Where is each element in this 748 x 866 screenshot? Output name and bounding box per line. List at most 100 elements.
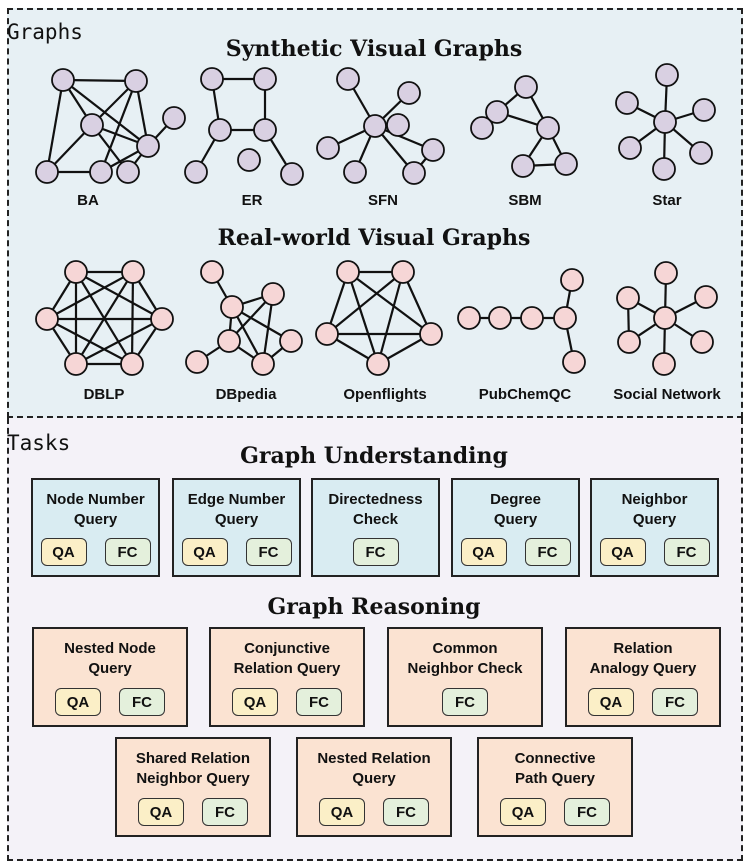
graph-node	[616, 286, 640, 310]
qa-badge: QA	[319, 798, 365, 826]
graph-node	[402, 161, 426, 185]
graph-node	[690, 330, 714, 354]
graph-label-social-network: Social Network	[613, 386, 721, 403]
graph-node	[80, 113, 104, 137]
graph-edge	[99, 80, 138, 173]
graph-social-network	[616, 261, 718, 376]
graph-node	[654, 261, 678, 285]
fc-badge: FC	[383, 798, 429, 826]
graph-node	[391, 260, 415, 284]
task-title: Node Number Query	[46, 491, 145, 528]
graph-node	[689, 141, 713, 165]
graph-node	[51, 68, 75, 92]
graph-node	[488, 306, 512, 330]
graph-node	[520, 306, 544, 330]
graph-understanding-heading: Graph Understanding	[240, 443, 508, 469]
graph-node	[363, 114, 387, 138]
graph-node	[457, 306, 481, 330]
task-card-degree-query: Degree Query QA FC	[451, 478, 580, 577]
graph-label-dblp: DBLP	[83, 386, 125, 403]
graph-node	[184, 160, 208, 184]
graph-node	[200, 260, 224, 284]
qa-badge: QA	[460, 538, 507, 566]
fc-badge: FC	[663, 538, 710, 566]
fc-badge: FC	[245, 538, 292, 566]
qa-badge: QA	[138, 798, 184, 826]
task-card-relation-analogy-query: Relation Analogy Query QA FC	[565, 627, 721, 727]
task-title: Degree Query	[490, 491, 541, 528]
task-card-conjunctive-relation-query: Conjunctive Relation Query QA FC	[209, 627, 365, 727]
graph-node	[121, 260, 145, 284]
task-title: Conjunctive Relation Query	[233, 640, 341, 677]
graph-node	[316, 136, 340, 160]
task-title: Shared Relation Neighbor Query	[135, 750, 251, 787]
graph-node	[343, 160, 367, 184]
graph-node	[261, 282, 285, 306]
graph-node	[470, 116, 494, 140]
qa-badge: QA	[599, 538, 646, 566]
graph-node	[217, 329, 241, 353]
graph-edge	[45, 79, 65, 173]
task-title: Common Neighbor Check	[407, 640, 523, 677]
task-card-common-neighbor-check: Common Neighbor Check FC	[387, 627, 543, 727]
task-title: Relation Analogy Query	[589, 640, 697, 677]
fc-badge: FC	[119, 688, 165, 716]
graph-label-star: Star	[652, 192, 682, 209]
qa-badge: QA	[588, 688, 634, 716]
graph-node	[253, 118, 277, 142]
fc-badge: FC	[652, 688, 698, 716]
fc-badge: FC	[442, 688, 488, 716]
graph-node	[397, 81, 421, 105]
graph-edge	[376, 271, 405, 365]
graph-node	[617, 330, 641, 354]
qa-badge: QA	[232, 688, 278, 716]
graph-node	[220, 295, 244, 319]
graph-node	[511, 154, 535, 178]
graph-node	[553, 306, 577, 330]
graph-node	[692, 98, 716, 122]
graph-node	[120, 352, 144, 376]
graph-label-sbm: SBM	[508, 192, 542, 209]
graph-label-pubchemqc: PubChemQC	[478, 386, 572, 403]
graph-node	[652, 352, 676, 376]
graph-node	[89, 160, 113, 184]
graph-edge	[46, 271, 134, 320]
graph-edge	[75, 318, 163, 365]
fc-badge: FC	[296, 688, 342, 716]
graph-label-er: ER	[241, 192, 263, 209]
graph-node	[514, 75, 538, 99]
graph-node	[150, 307, 174, 331]
graph-label-ba: BA	[77, 192, 99, 209]
graph-openflights	[315, 260, 443, 376]
task-title: Directedness Check	[328, 491, 423, 528]
graph-node	[485, 100, 509, 124]
fc-badge: FC	[104, 538, 151, 566]
graph-node	[280, 162, 304, 186]
graph-node	[237, 148, 261, 172]
graph-sbm	[470, 75, 578, 178]
graph-node	[554, 152, 578, 176]
graph-illustrations	[35, 63, 718, 376]
graph-pubchemqc	[457, 268, 586, 374]
graph-reasoning-heading: Graph Reasoning	[267, 594, 481, 620]
graph-node	[208, 118, 232, 142]
graph-node	[124, 69, 148, 93]
task-title: Connective Path Query	[514, 750, 596, 787]
fc-badge: FC	[524, 538, 571, 566]
tasks-label: Tasks	[7, 431, 71, 455]
synthetic-graphs-heading: Synthetic Visual Graphs	[225, 36, 523, 62]
task-card-directedness-check: Directedness Check FC	[311, 478, 440, 577]
fc-badge: FC	[352, 538, 399, 566]
graph-node	[200, 67, 224, 91]
graph-node	[162, 106, 186, 130]
graph-ba	[35, 68, 186, 184]
graph-node	[694, 285, 718, 309]
graph-node	[618, 136, 642, 160]
task-title: Nested Node Query	[64, 640, 156, 677]
